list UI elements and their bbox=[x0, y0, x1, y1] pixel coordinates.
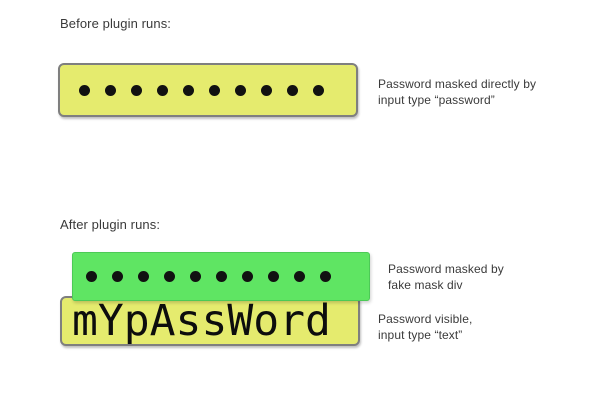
text-field-caption: Password visible, input type “text” bbox=[378, 312, 473, 342]
mask-div-caption: Password masked by fake mask div bbox=[388, 262, 504, 292]
fake-mask-div bbox=[72, 252, 370, 301]
password-mask-dots bbox=[60, 65, 356, 115]
password-dot bbox=[294, 271, 305, 282]
password-dot bbox=[242, 271, 253, 282]
before-section-label: Before plugin runs: bbox=[60, 16, 172, 31]
password-dot bbox=[164, 271, 175, 282]
password-dot bbox=[105, 84, 116, 96]
password-dot bbox=[86, 271, 97, 282]
password-dot bbox=[216, 271, 227, 282]
password-dot bbox=[268, 271, 279, 282]
fake-mask-dots bbox=[73, 253, 369, 300]
after-section-label: After plugin runs: bbox=[60, 217, 161, 232]
password-dot bbox=[157, 84, 168, 96]
password-field-caption: Password masked directly by input type “… bbox=[378, 77, 537, 107]
password-dot bbox=[235, 84, 246, 96]
password-dot bbox=[112, 271, 123, 282]
password-dot bbox=[79, 84, 90, 96]
text-input-field[interactable]: mYpAssWord bbox=[60, 296, 360, 346]
password-dot bbox=[313, 84, 324, 96]
password-dot bbox=[287, 84, 298, 96]
password-dot bbox=[320, 271, 331, 282]
password-dot bbox=[138, 271, 149, 282]
password-dot bbox=[183, 84, 194, 96]
visible-password-value: mYpAssWord bbox=[72, 296, 331, 346]
password-dot bbox=[209, 84, 220, 96]
password-input-field[interactable] bbox=[58, 63, 358, 117]
password-dot bbox=[261, 84, 272, 96]
password-dot bbox=[190, 271, 201, 282]
password-dot bbox=[131, 84, 142, 96]
